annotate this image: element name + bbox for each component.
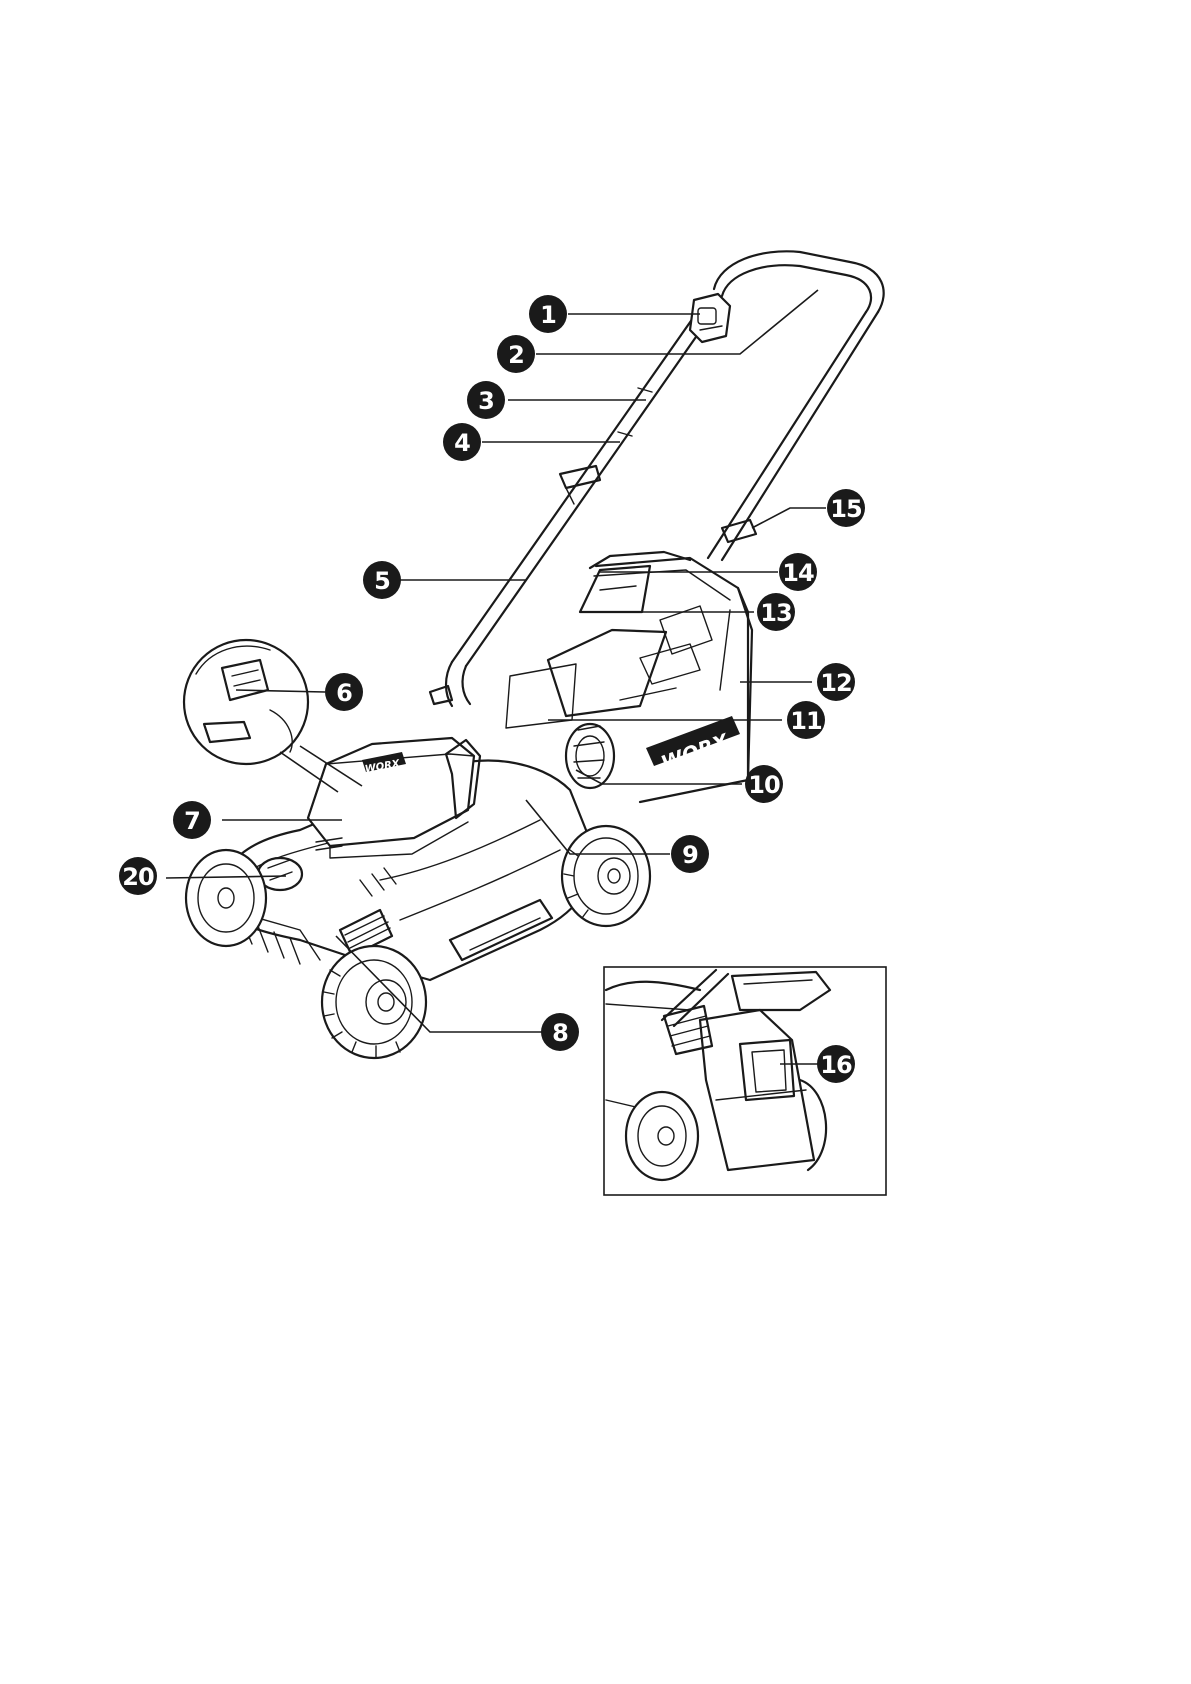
svg-text:9: 9 xyxy=(682,841,698,869)
svg-text:4: 4 xyxy=(454,429,470,457)
callout-7: 7 xyxy=(173,801,211,839)
callout-6: 6 xyxy=(325,673,363,711)
svg-text:14: 14 xyxy=(782,559,814,587)
grass-bag-lid xyxy=(506,552,690,728)
svg-text:1: 1 xyxy=(540,301,556,329)
svg-text:16: 16 xyxy=(820,1051,852,1079)
rear-right-wheel xyxy=(562,826,650,926)
callout-2: 2 xyxy=(497,335,535,373)
svg-text:2: 2 xyxy=(508,341,524,369)
svg-text:3: 3 xyxy=(478,387,494,415)
svg-text:20: 20 xyxy=(122,863,154,891)
callout-10: 10 xyxy=(745,765,783,803)
svg-text:12: 12 xyxy=(820,669,851,697)
front-left-wheel xyxy=(186,850,266,946)
battery-pack: WORX xyxy=(308,738,480,858)
svg-text:5: 5 xyxy=(374,567,390,595)
callout-11: 11 xyxy=(787,701,825,739)
callout-12: 12 xyxy=(817,663,855,701)
svg-text:8: 8 xyxy=(552,1019,568,1047)
front-right-wheel xyxy=(322,946,426,1058)
callout-3: 3 xyxy=(467,381,505,419)
svg-text:6: 6 xyxy=(336,679,352,707)
svg-text:11: 11 xyxy=(790,707,822,735)
callout-13: 13 xyxy=(757,593,795,631)
detail-inset-6 xyxy=(184,640,362,792)
callout-9: 9 xyxy=(671,835,709,873)
callout-1: 1 xyxy=(529,295,567,333)
callout-14: 14 xyxy=(779,553,817,591)
svg-text:13: 13 xyxy=(760,599,791,627)
svg-text:10: 10 xyxy=(748,771,780,799)
grass-bag: WORX xyxy=(594,558,752,802)
switch-box xyxy=(690,294,730,342)
callout-4: 4 xyxy=(443,423,481,461)
callout-20: 20 xyxy=(119,857,157,895)
callout-15: 15 xyxy=(827,489,865,527)
svg-text:7: 7 xyxy=(184,807,200,835)
callout-16: 16 xyxy=(817,1045,855,1083)
callout-8: 8 xyxy=(541,1013,579,1051)
mower-handle xyxy=(430,251,884,706)
svg-text:15: 15 xyxy=(830,495,862,523)
callout-5: 5 xyxy=(363,561,401,599)
